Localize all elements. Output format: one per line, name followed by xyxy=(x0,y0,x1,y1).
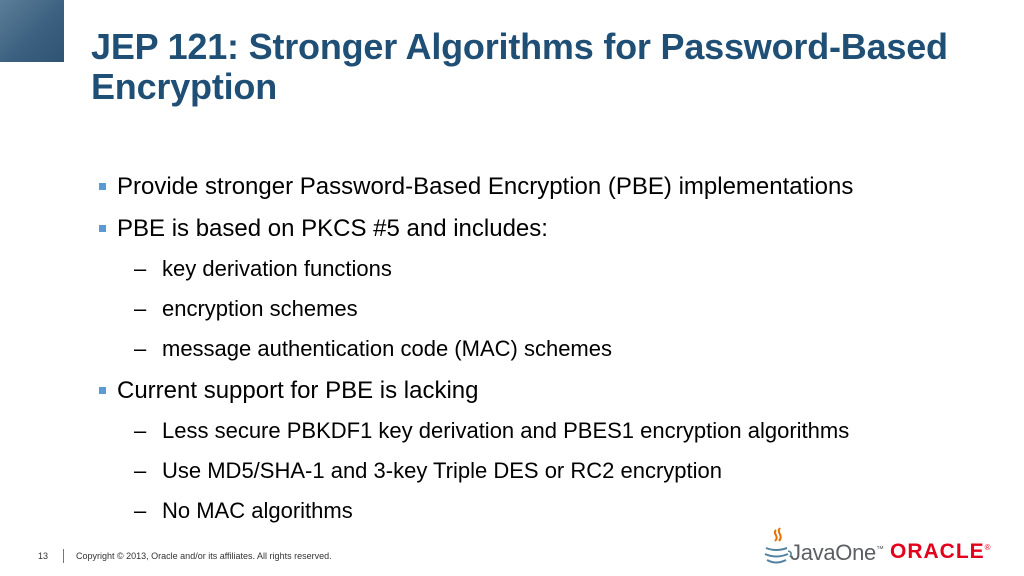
trademark-mark: ™ xyxy=(875,544,884,554)
sub-bullet-item: –encryption schemes xyxy=(99,296,1009,322)
copyright-text: Copyright © 2013, Oracle and/or its affi… xyxy=(76,551,332,561)
oracle-logo: ORACLE® xyxy=(890,540,992,564)
dash-bullet-icon: – xyxy=(134,458,147,483)
sub-bullet-item: –No MAC algorithms xyxy=(99,498,1009,524)
footer-divider xyxy=(63,549,64,563)
square-bullet-icon xyxy=(99,225,106,232)
bullet-item: PBE is based on PKCS #5 and includes: xyxy=(99,214,1009,243)
dash-bullet-icon: – xyxy=(134,418,147,443)
sub-bullet-text: Use MD5/SHA-1 and 3-key Triple DES or RC… xyxy=(162,458,722,483)
oracle-logo-text: ORACLE xyxy=(890,540,985,563)
sub-bullet-item: –message authentication code (MAC) schem… xyxy=(99,336,1009,362)
dash-bullet-icon: – xyxy=(134,498,147,523)
sub-bullet-text: encryption schemes xyxy=(162,296,358,321)
page-number: 13 xyxy=(38,551,49,561)
javaone-logo: JavaOne™ xyxy=(790,540,884,566)
bullet-text: Provide stronger Password-Based Encrypti… xyxy=(117,173,854,200)
sub-bullet-text: message authentication code (MAC) scheme… xyxy=(162,336,612,361)
corner-accent-block xyxy=(0,0,64,62)
dash-bullet-icon: – xyxy=(134,336,147,361)
java-coffee-cup-icon xyxy=(764,527,792,564)
square-bullet-icon xyxy=(99,387,106,394)
dash-bullet-icon: – xyxy=(134,296,147,321)
bullet-item: Provide stronger Password-Based Encrypti… xyxy=(99,172,1009,201)
sub-bullet-text: key derivation functions xyxy=(162,256,392,281)
dash-bullet-icon: – xyxy=(134,256,147,281)
square-bullet-icon xyxy=(99,183,106,190)
javaone-logo-text: JavaOne xyxy=(790,540,876,565)
registered-mark: ® xyxy=(984,543,992,552)
slide-title: JEP 121: Stronger Algorithms for Passwor… xyxy=(91,26,948,107)
sub-bullet-item: –Use MD5/SHA-1 and 3-key Triple DES or R… xyxy=(99,458,1009,484)
bullet-item: Current support for PBE is lacking xyxy=(99,376,1009,405)
bullet-text: PBE is based on PKCS #5 and includes: xyxy=(117,215,548,242)
sub-bullet-text: No MAC algorithms xyxy=(162,498,353,523)
sub-bullet-text: Less secure PBKDF1 key derivation and PB… xyxy=(162,418,850,443)
bullet-list: Provide stronger Password-Based Encrypti… xyxy=(99,172,1009,538)
sub-bullet-item: –key derivation functions xyxy=(99,256,1009,282)
bullet-text: Current support for PBE is lacking xyxy=(117,377,479,404)
sub-bullet-item: –Less secure PBKDF1 key derivation and P… xyxy=(99,418,1009,444)
